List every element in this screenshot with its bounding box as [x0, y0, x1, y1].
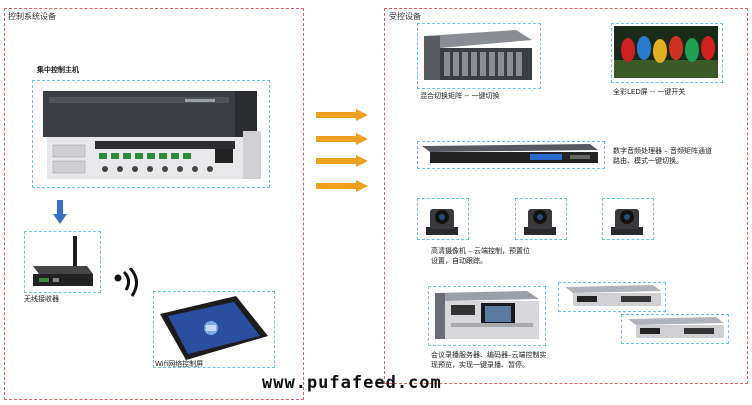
- encoder-image-1: [561, 285, 661, 307]
- dsp-label: 数字音频处理器 – 音频矩阵通道 路由、模式一键切换。: [613, 147, 712, 165]
- camera-box-1: [417, 198, 469, 240]
- central-control-host-image: [35, 83, 265, 183]
- led-screen-image: [614, 26, 718, 78]
- matrix-switcher-box: [417, 23, 541, 89]
- link-arrow-icon-1: [316, 109, 370, 121]
- camera-icon-2: [518, 201, 562, 236]
- control-system-title: 控制系统设备: [8, 12, 56, 21]
- matrix-switcher-label: 混合切换矩阵 -- 一键切换: [420, 92, 500, 100]
- recorder-label: 会议录播服务器、编码器–云端控制实 现预览，实现一键录播、暂停。: [431, 351, 547, 369]
- dsp-box: [417, 141, 605, 169]
- link-arrow-icon-3: [316, 155, 370, 167]
- tablet-box: [153, 291, 275, 368]
- controlled-devices-title: 受控设备: [389, 12, 421, 21]
- link-arrow-icon-4: [316, 180, 370, 192]
- dsp-image: [420, 144, 600, 164]
- camera-label: 高清摄像机 – 云端控制，预置位 设置，自动跟踪。: [431, 247, 530, 265]
- control-system-panel: [4, 8, 304, 400]
- encoder-box-1: [558, 282, 666, 312]
- encoder-image-2: [624, 317, 724, 339]
- down-arrow-icon: [53, 200, 67, 224]
- tablet-image: [156, 294, 271, 362]
- led-screen-box: [611, 23, 723, 83]
- camera-box-3: [602, 198, 654, 240]
- wireless-receiver-label: 无线接收器: [24, 295, 59, 303]
- wifi-signal-icon: [114, 266, 142, 298]
- recorder-box: [428, 286, 546, 346]
- host-device-box: [32, 80, 270, 188]
- controlled-devices-panel: [384, 8, 748, 384]
- wireless-receiver-image: [27, 234, 97, 289]
- encoder-box-2: [621, 314, 729, 344]
- wireless-receiver-box: [24, 231, 101, 293]
- watermark-text: www.pufafeed.com: [262, 373, 442, 393]
- host-label: 集中控制主机: [37, 66, 79, 74]
- camera-icon-1: [420, 201, 464, 236]
- camera-box-2: [515, 198, 567, 240]
- led-screen-label: 全彩LED屏 -- 一键开关: [613, 88, 686, 96]
- matrix-switcher-image: [420, 26, 536, 84]
- link-arrow-icon-2: [316, 133, 370, 145]
- recorder-server-image: [431, 289, 541, 341]
- tablet-label: Wifi网络控制屏: [155, 360, 204, 368]
- camera-icon-3: [605, 201, 649, 236]
